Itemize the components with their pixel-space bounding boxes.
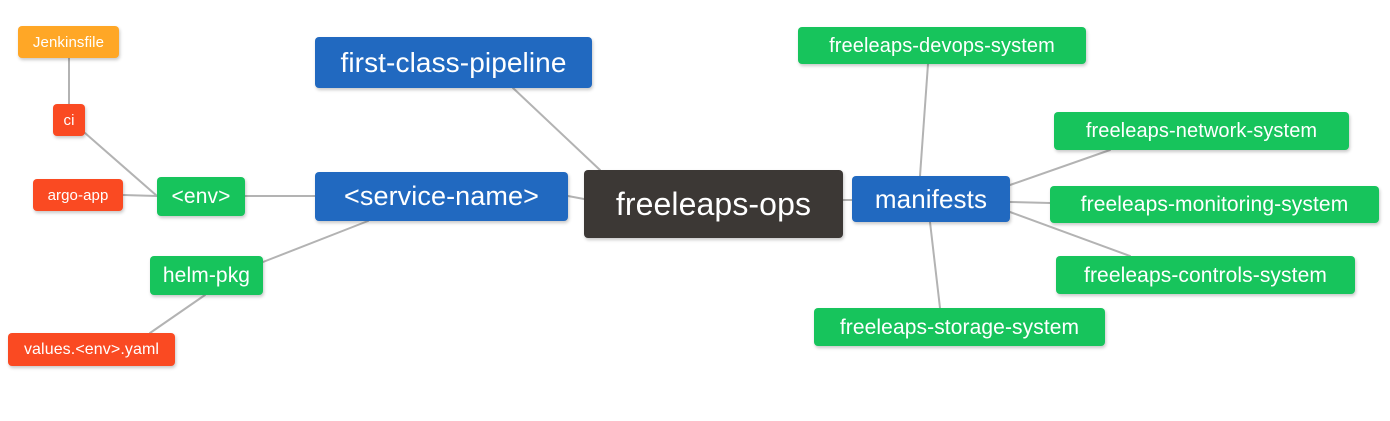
node-ci[interactable]: ci <box>53 104 85 136</box>
node-manifests[interactable]: manifests <box>852 176 1010 222</box>
node-label-first-class-pipeline: first-class-pipeline <box>340 46 567 78</box>
node-service-name[interactable]: <service-name> <box>315 172 568 221</box>
edge-manifests-to-freeleaps-network-system <box>1009 149 1111 186</box>
node-freeleaps-ops[interactable]: freeleaps-ops <box>584 170 843 238</box>
node-label-freeleaps-devops-system: freeleaps-devops-system <box>829 34 1055 57</box>
node-freeleaps-controls-system[interactable]: freeleaps-controls-system <box>1056 256 1355 294</box>
node-argo-app[interactable]: argo-app <box>33 179 123 211</box>
edge-manifests-to-freeleaps-storage-system <box>929 221 941 309</box>
edge-helm-pkg-to-service-name <box>262 220 369 263</box>
node-label-freeleaps-storage-system: freeleaps-storage-system <box>839 315 1080 339</box>
node-label-env: <env> <box>171 185 231 208</box>
node-label-manifests: manifests <box>874 184 988 214</box>
node-freeleaps-storage-system[interactable]: freeleaps-storage-system <box>814 308 1105 346</box>
node-label-freeleaps-controls-system: freeleaps-controls-system <box>1084 263 1327 287</box>
edge-argo-app-to-env <box>122 194 158 197</box>
edge-first-class-pipeline-to-freeleaps-ops <box>512 87 601 171</box>
node-freeleaps-monitoring-system[interactable]: freeleaps-monitoring-system <box>1050 186 1379 223</box>
node-env[interactable]: <env> <box>157 177 245 216</box>
node-jenkinsfile[interactable]: Jenkinsfile <box>18 26 119 58</box>
edge-service-name-to-freeleaps-ops <box>567 195 585 200</box>
node-label-values-yaml: values.<env>.yaml <box>23 340 160 358</box>
node-label-ci: ci <box>63 111 75 129</box>
node-helm-pkg[interactable]: helm-pkg <box>150 256 263 295</box>
node-values-yaml[interactable]: values.<env>.yaml <box>8 333 175 366</box>
node-label-argo-app: argo-app <box>47 186 109 204</box>
node-freeleaps-devops-system[interactable]: freeleaps-devops-system <box>798 27 1086 64</box>
node-label-helm-pkg: helm-pkg <box>162 264 251 287</box>
edge-manifests-to-freeleaps-devops-system <box>919 63 929 177</box>
edge-values-yaml-to-helm-pkg <box>149 294 206 334</box>
node-freeleaps-network-system[interactable]: freeleaps-network-system <box>1054 112 1349 150</box>
node-label-freeleaps-monitoring-system: freeleaps-monitoring-system <box>1080 193 1349 216</box>
node-first-class-pipeline[interactable]: first-class-pipeline <box>315 37 592 88</box>
node-label-freeleaps-ops: freeleaps-ops <box>615 186 812 222</box>
edge-manifests-to-freeleaps-monitoring-system <box>1009 201 1051 204</box>
node-label-service-name: <service-name> <box>344 181 539 211</box>
node-label-freeleaps-network-system: freeleaps-network-system <box>1085 120 1318 142</box>
node-label-jenkinsfile: Jenkinsfile <box>32 33 105 51</box>
